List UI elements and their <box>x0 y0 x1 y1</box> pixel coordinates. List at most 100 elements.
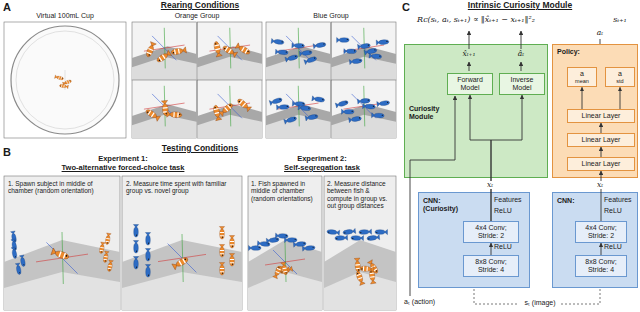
box-label: a <box>609 70 631 78</box>
fish-body <box>365 104 375 109</box>
fish-body <box>269 237 279 243</box>
fish-icon <box>302 245 315 251</box>
fish-stripe <box>174 49 176 54</box>
fish-stripe <box>177 112 179 117</box>
fish-body <box>374 113 384 118</box>
scene-cell <box>132 80 197 138</box>
fish-icon <box>145 42 156 58</box>
cnn-box: CNN: (Curiosity)4x4 Conv; Stride: 28x8 C… <box>418 192 530 288</box>
fish-icon <box>292 43 305 49</box>
test-scene <box>324 176 396 310</box>
fish-stripe <box>224 107 228 112</box>
test-scene <box>4 176 120 310</box>
fish-eye <box>352 238 353 239</box>
layer-note: ReLU <box>604 243 622 251</box>
scene-cell <box>266 22 331 80</box>
fish-body <box>56 76 64 81</box>
fish-stripe <box>68 80 70 83</box>
scene-background <box>266 80 331 138</box>
scene-background <box>132 22 197 80</box>
fish-icon <box>344 49 357 54</box>
fish-eye <box>368 44 369 45</box>
scene-floor-light <box>132 57 197 80</box>
fish-icon <box>54 75 63 81</box>
fish-eye <box>19 272 20 273</box>
fish-body <box>213 41 221 54</box>
fish-eye <box>285 272 286 273</box>
fish-eye <box>136 235 137 236</box>
model-box: Inverse Model <box>499 73 545 95</box>
fish-body <box>369 270 376 282</box>
fish-eye <box>286 235 287 236</box>
fish-body <box>145 108 158 119</box>
fish-icon <box>376 39 389 45</box>
axis-line <box>46 242 77 273</box>
fish-icon <box>219 227 224 240</box>
policy-box: Policy:ameanastdLinear LayerLinear Layer… <box>552 44 638 178</box>
fish-icon <box>133 241 138 254</box>
fish-icon <box>236 97 252 111</box>
fish-eye <box>359 60 360 61</box>
fish-icon <box>298 105 311 111</box>
fish-eye <box>276 238 277 239</box>
fish-stripe <box>162 54 166 59</box>
fish-body <box>282 264 289 275</box>
fish-icon <box>145 233 150 246</box>
step-note: 2. Measure time spent with familiar grou… <box>126 180 238 195</box>
layer-note: Features <box>494 196 522 204</box>
layer-note: ReLU <box>604 207 622 215</box>
fish-body <box>107 262 113 272</box>
fish-stripe <box>366 267 367 272</box>
output-box: astd <box>605 67 635 87</box>
fish-eye <box>278 267 280 269</box>
scene-floor <box>122 240 242 310</box>
scene-floor <box>132 46 197 80</box>
fish-icon <box>349 116 362 123</box>
fish-body <box>287 54 298 61</box>
fish-body <box>343 229 354 235</box>
fish-body <box>278 233 288 238</box>
fish-stripe <box>105 241 109 243</box>
policy-output-wire <box>600 39 601 44</box>
fish-body <box>316 42 327 48</box>
fish-stripe <box>225 46 229 51</box>
fish-stripe <box>214 108 219 110</box>
fish-stripe <box>63 85 64 88</box>
box-label: 4x4 Conv; Stride: 2 <box>467 224 515 240</box>
fish-eye <box>23 264 24 265</box>
layer-note: ReLU <box>494 243 512 251</box>
fish-body <box>360 266 371 272</box>
fish-icon <box>15 263 22 275</box>
fish-body <box>294 43 304 48</box>
fish-icon <box>171 47 187 56</box>
panel-subtitle: Virtual 100mL Cup <box>36 12 94 20</box>
state-symbol: sₜ₊₁ <box>613 15 627 24</box>
step-note: 2. Measure distance between fish & compu… <box>327 180 393 210</box>
scene-floor <box>332 104 397 138</box>
fish-eye <box>303 103 304 104</box>
fish-icon <box>293 241 306 247</box>
panel-title: Rearing Conditions <box>161 1 239 11</box>
scene-background <box>332 80 397 138</box>
fish-eye <box>15 256 16 257</box>
fish-eye <box>229 104 231 106</box>
scene-floor <box>4 240 120 310</box>
fish-stripe <box>215 48 220 50</box>
scene-background <box>4 176 120 310</box>
box-label: 8x8 Conv; Stride: 4 <box>467 258 515 274</box>
fish-eye <box>173 52 175 54</box>
box-label: mean <box>571 78 593 84</box>
fish-body <box>327 229 337 235</box>
connector-arrow <box>491 243 492 255</box>
fish-eye <box>309 51 310 52</box>
fish-body <box>359 230 369 235</box>
fish-eye <box>222 273 223 274</box>
fish-stripe <box>277 268 281 271</box>
fish-eye <box>287 106 288 107</box>
box-heading: CNN: <box>557 197 591 205</box>
scene-floor-light <box>198 115 263 138</box>
scene-background <box>248 176 322 310</box>
box-label: 8x8 Conv; Stride: 4 <box>579 258 623 274</box>
fish-eye <box>238 101 240 103</box>
fish-body <box>221 102 234 114</box>
